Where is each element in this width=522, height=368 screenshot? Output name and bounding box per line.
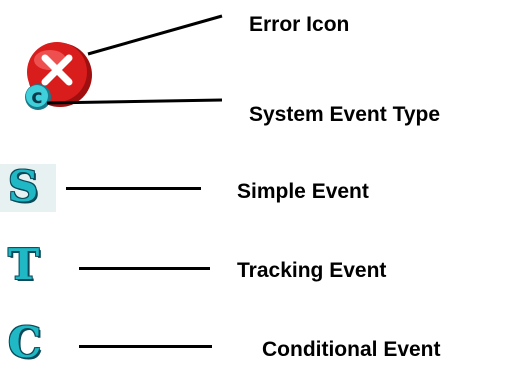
simple-event-icon: S <box>8 162 39 211</box>
conditional-event-icon: C <box>8 318 42 367</box>
simple-event-label: Simple Event <box>237 180 369 203</box>
system-event-type-badge-icon: c <box>25 84 51 110</box>
simple-event-icon-background <box>0 164 56 212</box>
leader-line-simple <box>66 187 201 190</box>
system-event-type-label: System Event Type <box>249 103 441 126</box>
leader-line-tracking <box>79 267 210 270</box>
conditional-event-label: Conditional Event <box>262 338 441 361</box>
leader-line-conditional <box>79 345 212 348</box>
tracking-event-icon: T <box>8 240 40 289</box>
leader-line-error <box>87 14 223 56</box>
error-icon-label: Error Icon <box>249 13 350 36</box>
leader-line-system <box>46 98 223 105</box>
tracking-event-label: Tracking Event <box>237 259 387 282</box>
system-badge-letter: c <box>31 86 42 108</box>
